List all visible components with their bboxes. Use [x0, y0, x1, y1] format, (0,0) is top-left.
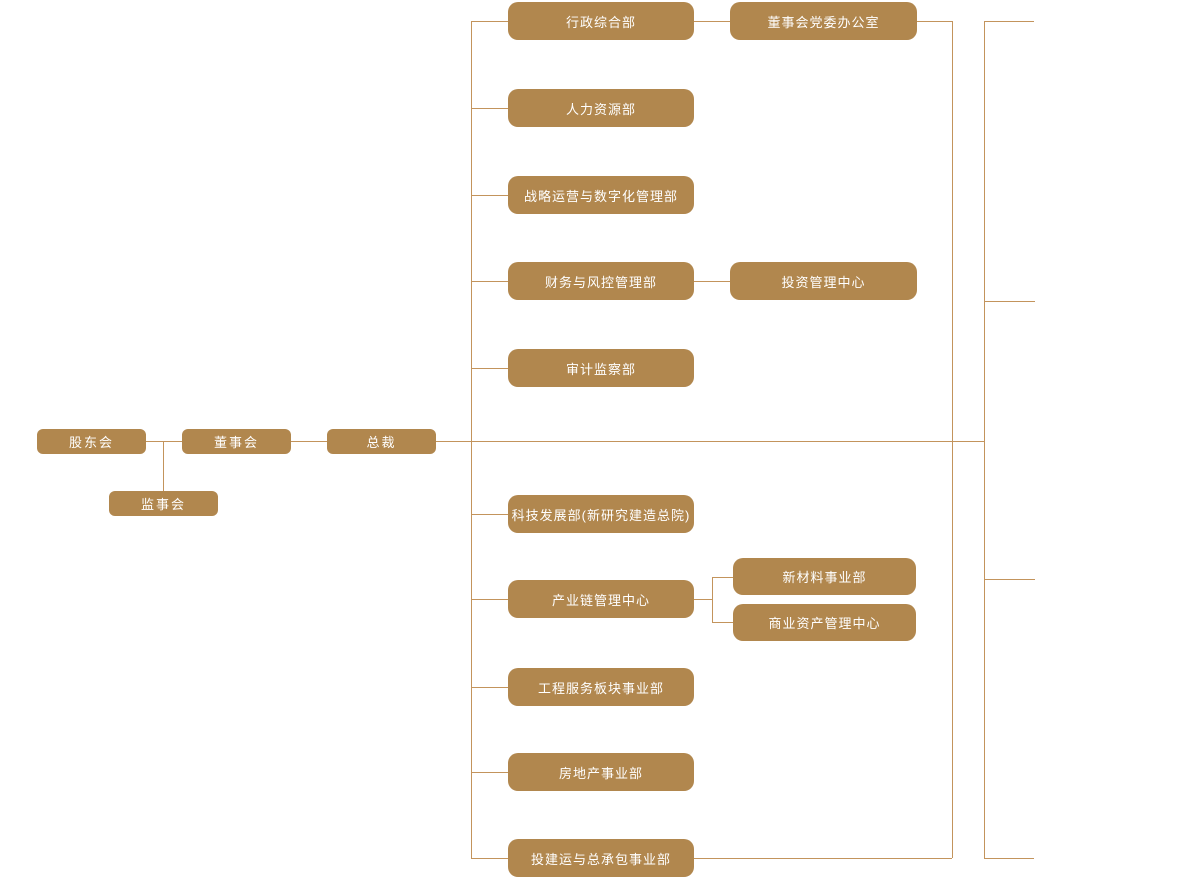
connector-line-horizontal	[984, 858, 1034, 859]
connector-line-horizontal	[984, 21, 1034, 22]
org-node-party-office: 董事会党委办公室	[730, 2, 917, 40]
org-node-label: 房地产事业部	[558, 765, 643, 781]
connector-line-vertical	[163, 441, 164, 491]
org-node-hr: 人力资源部	[508, 89, 694, 127]
org-node-finance-risk: 财务与风控管理部	[508, 262, 694, 300]
org-node-label: 投建运与总承包事业部	[530, 851, 671, 867]
org-node-admin: 行政综合部	[508, 2, 694, 40]
connector-line-horizontal	[712, 622, 733, 623]
connector-line-horizontal	[712, 577, 733, 578]
org-node-label: 新材料事业部	[782, 570, 867, 585]
org-node-tech-development: 科技发展部(新研究建造总院)	[508, 495, 694, 533]
connector-line-horizontal	[471, 687, 508, 688]
org-node-new-materials: 新材料事业部	[733, 558, 916, 595]
org-node-investment-center: 投资管理中心	[730, 262, 917, 300]
org-node-invest-build-epc: 投建运与总承包事业部	[508, 839, 694, 877]
org-node-real-estate: 房地产事业部	[508, 753, 694, 791]
org-node-board: 董事会	[182, 429, 291, 454]
org-node-strategy-digital: 战略运营与数字化管理部	[508, 176, 694, 214]
org-node-shareholders: 股东会	[37, 429, 146, 454]
org-node-president: 总裁	[327, 429, 436, 454]
connector-line-vertical	[984, 21, 985, 858]
connector-line-horizontal	[984, 301, 1035, 302]
connector-line-horizontal	[471, 858, 952, 859]
org-node-label: 总裁	[366, 435, 397, 450]
connector-line-vertical	[471, 21, 472, 858]
connector-line-horizontal	[471, 195, 508, 196]
org-node-label: 科技发展部(新研究建造总院)	[511, 507, 691, 523]
connector-line-horizontal	[471, 368, 508, 369]
connector-line-horizontal	[146, 441, 182, 442]
org-node-label: 投资管理中心	[781, 274, 866, 290]
org-node-engineering: 工程服务板块事业部	[508, 668, 694, 706]
connector-line-horizontal	[984, 579, 1035, 580]
org-node-label: 监事会	[140, 497, 186, 512]
org-node-label: 董事会	[213, 435, 259, 450]
org-node-audit: 审计监察部	[508, 349, 694, 387]
org-node-label: 人力资源部	[565, 101, 636, 117]
org-node-label: 战略运营与数字化管理部	[523, 188, 678, 204]
org-node-label: 产业链管理中心	[551, 592, 650, 608]
org-node-label: 董事会党委办公室	[767, 14, 880, 30]
connector-line-horizontal	[436, 441, 984, 442]
org-node-label: 行政综合部	[565, 14, 636, 30]
org-node-commercial-assets: 商业资产管理中心	[733, 604, 916, 641]
connector-line-horizontal	[291, 441, 327, 442]
org-node-label: 工程服务板块事业部	[537, 680, 664, 696]
connector-line-horizontal	[471, 108, 508, 109]
org-node-label: 财务与风控管理部	[544, 274, 657, 290]
org-node-label: 审计监察部	[565, 361, 636, 377]
connector-line-vertical	[712, 577, 713, 622]
connector-line-horizontal	[471, 21, 952, 22]
org-node-supervisory: 监事会	[109, 491, 218, 516]
connector-line-horizontal	[471, 772, 508, 773]
org-node-label: 股东会	[68, 435, 114, 450]
org-node-label: 商业资产管理中心	[768, 616, 881, 631]
connector-line-horizontal	[471, 514, 508, 515]
connector-line-vertical	[952, 21, 953, 858]
org-node-industry-chain: 产业链管理中心	[508, 580, 694, 618]
